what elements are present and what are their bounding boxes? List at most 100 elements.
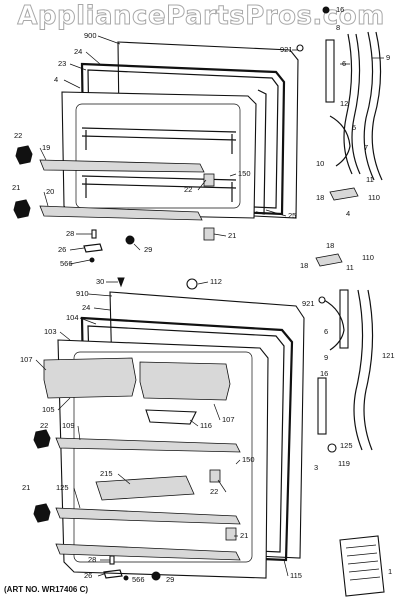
- art-number: (ART NO. WR17406 C): [4, 585, 89, 594]
- top-shelf-bar-19: [39, 159, 205, 173]
- label-921: 921: [280, 45, 293, 54]
- label-11-b: 11: [346, 263, 354, 272]
- bottom-part-112: [186, 278, 198, 290]
- top-handle-trim-5: [329, 115, 351, 167]
- top-part-28: [91, 229, 97, 239]
- label-116: 116: [200, 421, 212, 430]
- label-22-b: 22: [40, 421, 48, 430]
- label-28-top: 28: [66, 229, 74, 238]
- label-125-left: 125: [56, 483, 69, 492]
- top-side-breaker: [255, 89, 267, 215]
- label-921-b: 921: [302, 299, 315, 308]
- label-9: 9: [386, 53, 390, 62]
- top-right-cap-22: [203, 173, 215, 187]
- label-105: 105: [42, 405, 55, 414]
- label-150: 150: [238, 169, 251, 178]
- top-shelf-lower: [81, 175, 237, 202]
- label-19: 19: [42, 143, 50, 152]
- label-26-b: 26: [84, 571, 92, 580]
- bottom-right-cap-21: [225, 527, 237, 541]
- bottom-end-cap-22: [33, 429, 51, 449]
- bottom-right-cap-22: [209, 469, 221, 483]
- bottom-shelf-bar-low: [55, 543, 241, 561]
- label-21-b-right: 21: [240, 531, 248, 540]
- top-shelf-bar-20: [39, 205, 203, 221]
- label-22-right: 22: [184, 185, 192, 194]
- bottom-dairy-bin-right: [139, 361, 231, 401]
- label-25: 25: [288, 211, 296, 220]
- top-part-29: [125, 235, 135, 245]
- bottom-shelf-bar-109: [55, 437, 241, 453]
- bottom-part-29: [151, 571, 161, 581]
- label-29-b: 29: [166, 575, 174, 584]
- label-11: 11: [366, 175, 374, 184]
- label-18-b1: 18: [326, 241, 334, 250]
- label-112: 112: [210, 277, 222, 286]
- top-right-cap-21: [203, 227, 215, 241]
- label-7: 7: [364, 143, 368, 152]
- top-handle-9: [363, 31, 383, 181]
- bottom-bin-215: [95, 475, 195, 501]
- top-liner-recess: [75, 103, 241, 209]
- label-104: 104: [66, 313, 79, 322]
- top-part-566: [89, 257, 95, 263]
- label-8: 8: [336, 23, 340, 32]
- bottom-liner-recess: [73, 351, 253, 563]
- label-110-b: 110: [362, 253, 374, 262]
- bottom-info-sheet-1: [339, 535, 385, 597]
- top-shelf-upper: [81, 127, 237, 154]
- bottom-part-119: [327, 443, 337, 453]
- top-end-cap-21: [13, 199, 31, 219]
- label-23: 23: [58, 59, 66, 68]
- top-door-assembly: [13, 6, 383, 263]
- label-30: 30: [96, 277, 104, 286]
- label-16-b: 16: [320, 369, 328, 378]
- label-16: 16: [336, 5, 344, 14]
- top-screw-16: [322, 6, 330, 14]
- label-18-top: 18: [316, 193, 324, 202]
- top-hinge-110: [329, 187, 359, 201]
- label-110-top: 110: [368, 193, 380, 202]
- label-5: 5: [352, 123, 356, 132]
- label-3: 3: [314, 463, 318, 472]
- label-4-right: 4: [346, 209, 350, 218]
- label-900: 900: [84, 31, 97, 40]
- label-119: 119: [338, 459, 350, 468]
- label-24: 24: [74, 47, 82, 56]
- bottom-handle-121: [353, 289, 374, 451]
- label-107-left: 107: [20, 355, 33, 364]
- label-566-top: 566: [60, 259, 73, 268]
- label-121: 121: [382, 351, 395, 360]
- label-26-top: 26: [58, 245, 66, 254]
- label-4: 4: [54, 75, 58, 84]
- label-150-b: 150: [242, 455, 255, 464]
- bottom-hinge-bar-16: [339, 289, 349, 349]
- top-inner-liner: [61, 91, 257, 219]
- label-10: 10: [316, 159, 324, 168]
- label-24-b: 24: [82, 303, 90, 312]
- label-28-b: 28: [88, 555, 96, 564]
- label-12: 12: [340, 99, 348, 108]
- bottom-shelf-bar-125: [55, 507, 241, 525]
- top-hinge-pin-921: [296, 44, 304, 52]
- label-6: 6: [342, 59, 346, 68]
- bottom-part-566: [123, 575, 129, 581]
- bottom-hinge-pin-921: [318, 296, 326, 304]
- label-103: 103: [44, 327, 57, 336]
- bottom-hinge-110: [315, 253, 343, 267]
- label-125-right: 125: [340, 441, 353, 450]
- label-566-b: 566: [132, 575, 145, 584]
- label-9-b: 9: [324, 353, 328, 362]
- bottom-part-26: [103, 569, 123, 579]
- top-end-cap-22: [15, 145, 33, 165]
- label-1: 1: [388, 567, 392, 576]
- leader-lines: [35, 35, 384, 577]
- label-18-b2: 18: [300, 261, 308, 270]
- label-115: 115: [290, 571, 302, 580]
- label-22-b-right: 22: [210, 487, 218, 496]
- label-20: 20: [46, 187, 54, 196]
- label-21-b: 21: [22, 483, 30, 492]
- label-29-top: 29: [144, 245, 152, 254]
- label-215: 215: [100, 469, 113, 478]
